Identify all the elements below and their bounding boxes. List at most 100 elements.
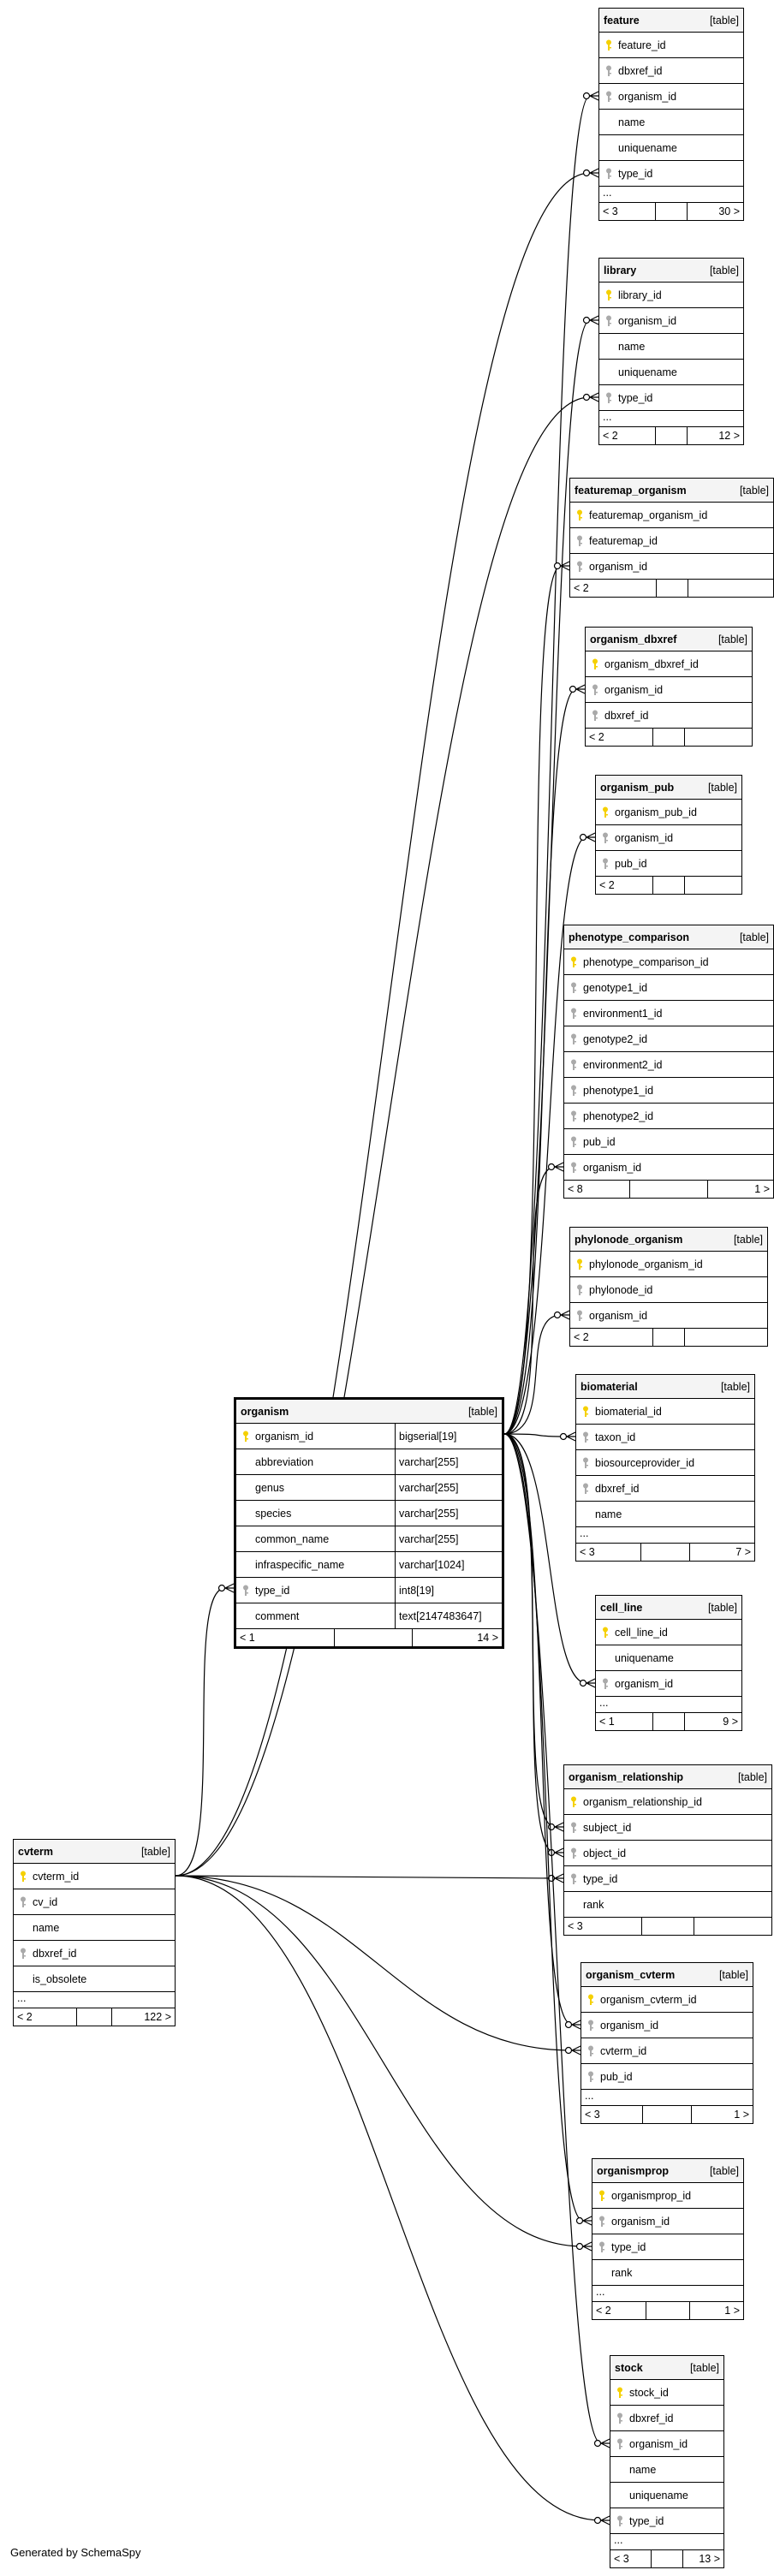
parent-count[interactable]: < 3 <box>614 2553 629 2565</box>
column-row[interactable]: type_id <box>599 385 743 411</box>
column-row[interactable]: genotype2_id <box>564 1026 773 1052</box>
table-phylonode-organism[interactable]: phylonode_organism[table] phylonode_orga… <box>569 1227 768 1347</box>
column-row[interactable]: organism_dbxref_id <box>586 651 752 677</box>
column-row[interactable]: cvterm_id <box>581 2038 753 2064</box>
column-row[interactable]: organism_id <box>581 2013 753 2038</box>
child-count[interactable]: 13 > <box>699 2553 720 2565</box>
column-row[interactable]: name <box>14 1915 175 1941</box>
column-row[interactable]: type_id <box>564 1866 771 1892</box>
column-row[interactable]: environment2_id <box>564 1052 773 1078</box>
column-row[interactable]: name <box>599 334 743 360</box>
table-cell-line[interactable]: cell_line[table] cell_line_id uniquename… <box>595 1595 742 1731</box>
column-row[interactable]: is_obsolete <box>14 1966 175 1992</box>
column-row[interactable]: organism_id <box>596 825 741 851</box>
column-row[interactable]: organism_id <box>586 677 752 703</box>
child-count[interactable]: 14 > <box>477 1632 498 1644</box>
child-count[interactable]: 30 > <box>718 205 740 217</box>
column-row[interactable]: subject_id <box>564 1815 771 1841</box>
column-row[interactable]: organism_relationship_id <box>564 1789 771 1815</box>
column-row[interactable]: organism_id <box>564 1155 773 1181</box>
column-row[interactable]: cv_id <box>14 1889 175 1915</box>
column-row[interactable]: dbxref_id <box>599 58 743 84</box>
child-count[interactable]: 12 > <box>718 430 740 442</box>
column-row[interactable]: organism_cvterm_id <box>581 1987 753 2013</box>
column-row[interactable]: uniquename <box>610 2483 723 2508</box>
column-row[interactable]: organism_id <box>596 1671 741 1697</box>
column-row[interactable]: genotype1_id <box>564 975 773 1001</box>
parent-count[interactable]: < 8 <box>568 1183 583 1195</box>
parent-count[interactable]: < 2 <box>599 879 615 891</box>
column-row[interactable]: name <box>599 110 743 135</box>
table-cvterm[interactable]: cvterm[table] cvterm_id cv_id name dbxre… <box>13 1839 176 2026</box>
child-count[interactable]: 7 > <box>735 1546 751 1558</box>
table-feature[interactable]: feature[table] feature_id dbxref_id orga… <box>598 8 744 221</box>
table-biomaterial[interactable]: biomaterial[table] biomaterial_id taxon_… <box>575 1374 755 1562</box>
column-row[interactable]: organism_id <box>610 2431 723 2457</box>
column-row[interactable]: uniquename <box>599 360 743 385</box>
table-organism-relationship[interactable]: organism_relationship[table] organism_re… <box>563 1764 772 1936</box>
table-organism-cvterm[interactable]: organism_cvterm[table] organism_cvterm_i… <box>580 1962 753 2124</box>
column-row[interactable]: object_id <box>564 1841 771 1866</box>
table-library[interactable]: library[table] library_id organism_id na… <box>598 258 744 445</box>
column-row[interactable]: uniquename <box>599 135 743 161</box>
child-count[interactable]: 1 > <box>754 1183 770 1195</box>
column-row[interactable]: environment1_id <box>564 1001 773 1026</box>
child-count[interactable]: 9 > <box>723 1716 738 1728</box>
column-row[interactable]: cell_line_id <box>596 1620 741 1645</box>
parent-count[interactable]: < 2 <box>603 430 618 442</box>
column-row[interactable]: type_id <box>592 2234 743 2260</box>
table-phenotype-comparison[interactable]: phenotype_comparison[table] phenotype_co… <box>563 925 774 1199</box>
parent-count[interactable]: < 3 <box>603 205 618 217</box>
column-row[interactable]: organism_pub_id <box>596 800 741 825</box>
parent-count[interactable]: < 3 <box>585 2109 600 2121</box>
column-row[interactable]: cvterm_id <box>14 1864 175 1889</box>
parent-count[interactable]: < 2 <box>589 731 604 743</box>
column-row[interactable]: organism_id <box>599 308 743 334</box>
parent-count[interactable]: < 3 <box>568 1920 583 1932</box>
column-row[interactable]: organism_id <box>599 84 743 110</box>
column-row[interactable]: pub_id <box>564 1129 773 1155</box>
column-row[interactable]: phylonode_id <box>570 1277 767 1303</box>
column-row[interactable]: organism_id <box>570 1303 767 1329</box>
parent-count[interactable]: < 3 <box>580 1546 595 1558</box>
column-row[interactable]: stock_id <box>610 2380 723 2406</box>
parent-count[interactable]: < 1 <box>599 1716 615 1728</box>
column-row[interactable]: phenotype_comparison_id <box>564 949 773 975</box>
column-row[interactable]: phylonode_organism_id <box>570 1252 767 1277</box>
child-count[interactable]: 122 > <box>144 2011 171 2023</box>
parent-count[interactable]: < 2 <box>17 2011 33 2023</box>
column-row[interactable]: rank <box>564 1892 771 1918</box>
column-row[interactable]: type_id <box>610 2508 723 2534</box>
child-count[interactable]: 1 > <box>734 2109 749 2121</box>
column-row[interactable]: featuremap_organism_id <box>570 503 773 528</box>
child-count[interactable]: 1 > <box>724 2305 740 2317</box>
column-row[interactable]: library_id <box>599 283 743 308</box>
column-row[interactable]: phenotype2_id <box>564 1104 773 1129</box>
parent-count[interactable]: < 2 <box>574 1331 589 1343</box>
column-row[interactable]: dbxref_id <box>586 703 752 729</box>
column-row[interactable]: name <box>576 1502 754 1527</box>
column-row[interactable]: pub_id <box>596 851 741 877</box>
column-row[interactable]: type_id <box>599 161 743 187</box>
column-row[interactable]: dbxref_id <box>14 1941 175 1966</box>
column-row[interactable]: featuremap_id <box>570 528 773 554</box>
column-row[interactable]: pub_id <box>581 2064 753 2090</box>
table-organismprop[interactable]: organismprop[table] organismprop_id orga… <box>592 2158 744 2320</box>
parent-count[interactable]: < 2 <box>596 2305 611 2317</box>
column-row[interactable]: dbxref_id <box>610 2406 723 2431</box>
table-featuremap-organism[interactable]: featuremap_organism[table] featuremap_or… <box>569 478 774 598</box>
column-row[interactable]: organism_id <box>570 554 773 580</box>
table-stock[interactable]: stock[table] stock_id dbxref_id organism… <box>610 2355 724 2568</box>
column-row[interactable]: organism_id <box>592 2209 743 2234</box>
column-row[interactable]: biomaterial_id <box>576 1399 754 1425</box>
parent-count[interactable]: < 1 <box>240 1632 255 1644</box>
column-row[interactable]: taxon_id <box>576 1425 754 1450</box>
